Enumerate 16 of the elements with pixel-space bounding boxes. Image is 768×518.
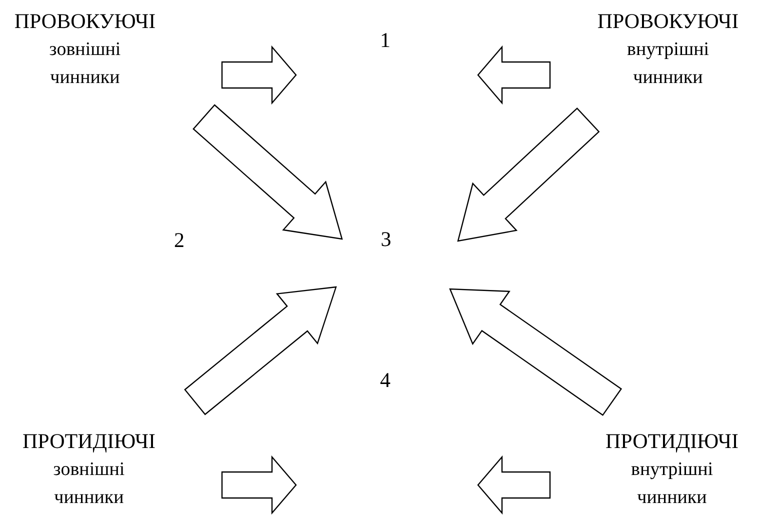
center-number: 3 [374, 226, 398, 252]
block-arrow [449, 288, 622, 416]
factor-description: зовнішні чинники [48, 38, 122, 90]
factor-description: внутрішні чинники [626, 38, 710, 90]
factor-heading: ПРОВОКУЮЧІ [13, 8, 157, 34]
block-arrow [457, 107, 600, 242]
region-number: 2 [174, 228, 184, 252]
factor-description: внутрішні чинники [630, 458, 714, 510]
factor-heading: ПРОВОКУЮЧІ [596, 8, 740, 34]
region-number: 1 [380, 28, 390, 52]
factor-heading: ПРОТИДІЮЧІ [21, 428, 156, 454]
factor-description: зовнішні чинники [52, 458, 126, 510]
factor-heading: ПРОТИДІЮЧІ [604, 428, 740, 454]
region-number: 4 [380, 368, 390, 392]
block-arrow [192, 104, 343, 240]
block-arrow [184, 286, 337, 416]
